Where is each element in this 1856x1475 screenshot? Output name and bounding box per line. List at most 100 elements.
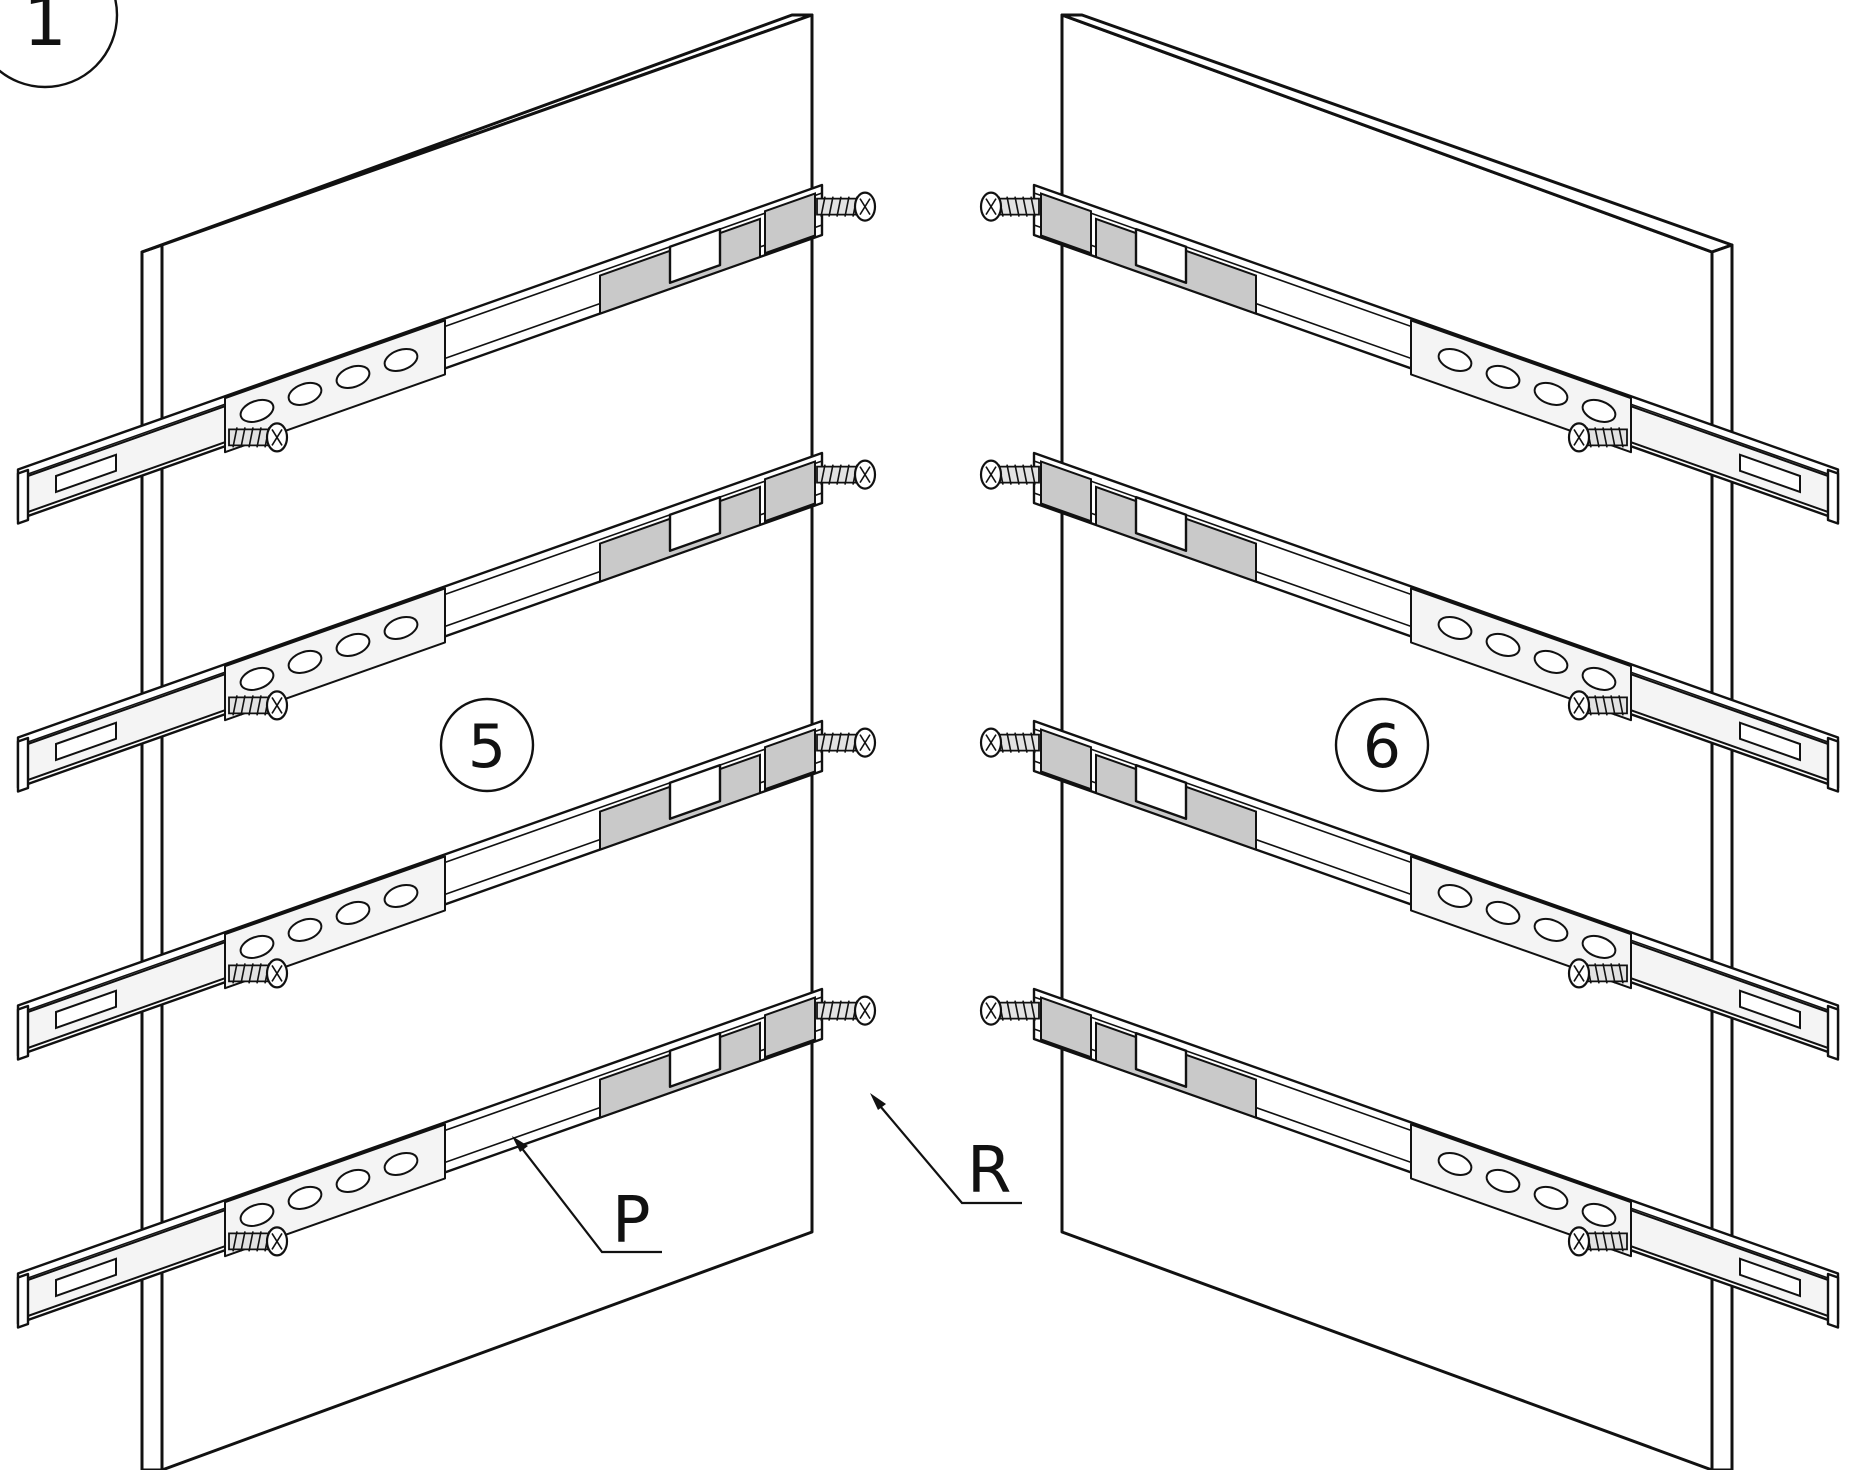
rail-mount-hole (1581, 666, 1617, 691)
screw-thread (836, 464, 842, 485)
screw (979, 727, 1040, 758)
rail-end-cap (1826, 736, 1840, 793)
rail-mount-plate (224, 319, 446, 454)
rail-mount-hole (287, 649, 323, 674)
screw-thread (232, 427, 238, 448)
screw (228, 422, 289, 453)
rail-bearing-block (1134, 1031, 1188, 1089)
rail-mount-plate (1410, 587, 1632, 722)
screw-thread (1022, 732, 1028, 753)
screw-slot (985, 198, 997, 216)
screw-slot (985, 1002, 997, 1020)
left-rail-group (16, 183, 877, 1329)
screw (979, 995, 1040, 1026)
screw-slot (271, 428, 283, 446)
screw-slot (271, 1232, 283, 1250)
rail-mount-hole (1533, 649, 1569, 674)
left-rail (16, 183, 877, 525)
rail-front-slot (55, 1257, 117, 1298)
rail-mount-plate (224, 587, 446, 722)
rail-mount-hole (1533, 1185, 1569, 1210)
rail-back-bracket (1040, 728, 1092, 791)
screw-thread (1618, 1231, 1624, 1252)
left-assembly-circle (439, 697, 535, 793)
rail-part-label: P (512, 1136, 662, 1258)
screw-thread (1594, 1231, 1600, 1252)
screw-thread (820, 732, 826, 753)
rail-bearing-block (1134, 763, 1188, 820)
screw-thread (836, 196, 842, 217)
screw-thread (232, 695, 238, 716)
screw-slot (1573, 428, 1585, 446)
screw-thread (1618, 695, 1624, 716)
right-rail (979, 987, 1840, 1329)
screw (228, 690, 289, 721)
rail-end-cap (16, 468, 30, 525)
screw-part-label: R (870, 1093, 1022, 1208)
rail-mount-hole (1581, 934, 1617, 959)
screw-thread (1030, 196, 1036, 217)
rail-bearing-block (668, 227, 722, 284)
rail-leader-line (516, 1141, 662, 1254)
rail-mount-hole (383, 883, 419, 908)
rail-mount-hole (383, 347, 419, 372)
screw (1567, 958, 1628, 989)
rail-front-slot (1739, 721, 1801, 762)
left-rail (16, 719, 877, 1061)
rail-mount-hole (287, 1185, 323, 1210)
screw-thread (1030, 1000, 1036, 1021)
screw-slot (985, 734, 997, 752)
screw-thread (1014, 196, 1020, 217)
screw-thread (1022, 464, 1028, 485)
rail-mount-hole (335, 364, 371, 389)
rail-back-bracket (1040, 996, 1092, 1059)
rail-mount-hole (1581, 398, 1617, 423)
rail-mount-hole (239, 666, 275, 691)
screw-thread (248, 1231, 254, 1252)
screw-slot (859, 734, 871, 752)
screw-thread (1594, 427, 1600, 448)
rail-mount-hole (1437, 883, 1473, 908)
right-assembly-number: 6 (1363, 712, 1401, 782)
rail-mount-hole (335, 900, 371, 925)
screw-thread (1610, 695, 1616, 716)
rail-bearing-block (668, 495, 722, 552)
screw-thread (828, 732, 834, 753)
right-assembly-circle (1334, 697, 1430, 793)
rail-mount-hole (335, 632, 371, 657)
rail-front-slot (1739, 1257, 1801, 1298)
screw-thread (828, 196, 834, 217)
screw-slot (1573, 696, 1585, 714)
rail-mount-plate (1410, 319, 1632, 454)
screw-slot (859, 466, 871, 484)
screw-thread (1618, 963, 1624, 984)
rail-mount-hole (383, 615, 419, 640)
rail-mount-hole (1533, 917, 1569, 942)
screw-thread (240, 963, 246, 984)
screw-thread (1594, 963, 1600, 984)
screw-thread (1610, 1231, 1616, 1252)
screw-slot (1573, 1232, 1585, 1250)
screw-thread (1030, 732, 1036, 753)
rail-front-slot (55, 989, 117, 1030)
step-callout-circle (0, 0, 119, 89)
right-rail-group (979, 183, 1840, 1329)
rail-mount-plate (1410, 1123, 1632, 1258)
right-rail (979, 451, 1840, 793)
screw-thread (1610, 427, 1616, 448)
screw (979, 459, 1040, 490)
screw-thread (828, 464, 834, 485)
screw-slot (1573, 964, 1585, 982)
right-assembly-callout: 6 (1334, 697, 1430, 793)
rail-mount-hole (1485, 900, 1521, 925)
left-rail (16, 451, 877, 793)
screw-thread (1014, 464, 1020, 485)
rail-leader-arrowhead (512, 1136, 528, 1152)
rail-mount-hole (1533, 381, 1569, 406)
screw (228, 1226, 289, 1257)
rail-end-cap (16, 1272, 30, 1329)
rail-end-cap (16, 1004, 30, 1061)
rail-end-cap (16, 736, 30, 793)
rail-mount-plate (224, 855, 446, 990)
